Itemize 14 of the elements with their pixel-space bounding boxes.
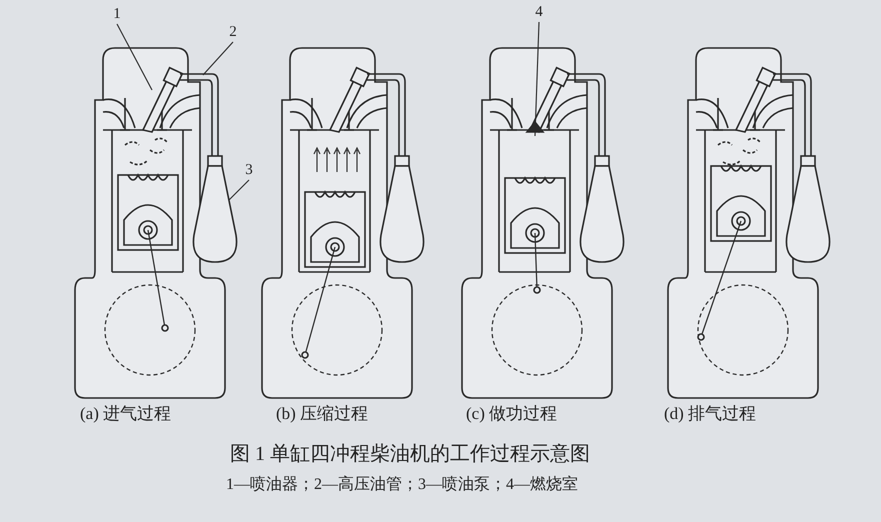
panel-caption: (b) 压缩过程 xyxy=(276,403,368,425)
leader-line xyxy=(534,22,540,136)
callout-number: 2 xyxy=(226,24,240,42)
callout-number: 4 xyxy=(532,4,546,22)
leader-line xyxy=(202,42,234,76)
callout-number: 1 xyxy=(110,6,124,24)
leader-line xyxy=(228,180,250,200)
leader-line xyxy=(116,24,152,90)
figure-legend: 1—喷油器；2—高压油管；3—喷油泵；4—燃烧室 xyxy=(226,474,578,495)
panel-caption: (c) 做功过程 xyxy=(466,403,558,425)
callout-number: 3 xyxy=(242,162,256,180)
panel-caption: (d) 排气过程 xyxy=(664,403,756,425)
figure-title: 图 1 单缸四冲程柴油机的工作过程示意图 xyxy=(230,442,591,467)
panel-caption: (a) 进气过程 xyxy=(80,403,172,425)
